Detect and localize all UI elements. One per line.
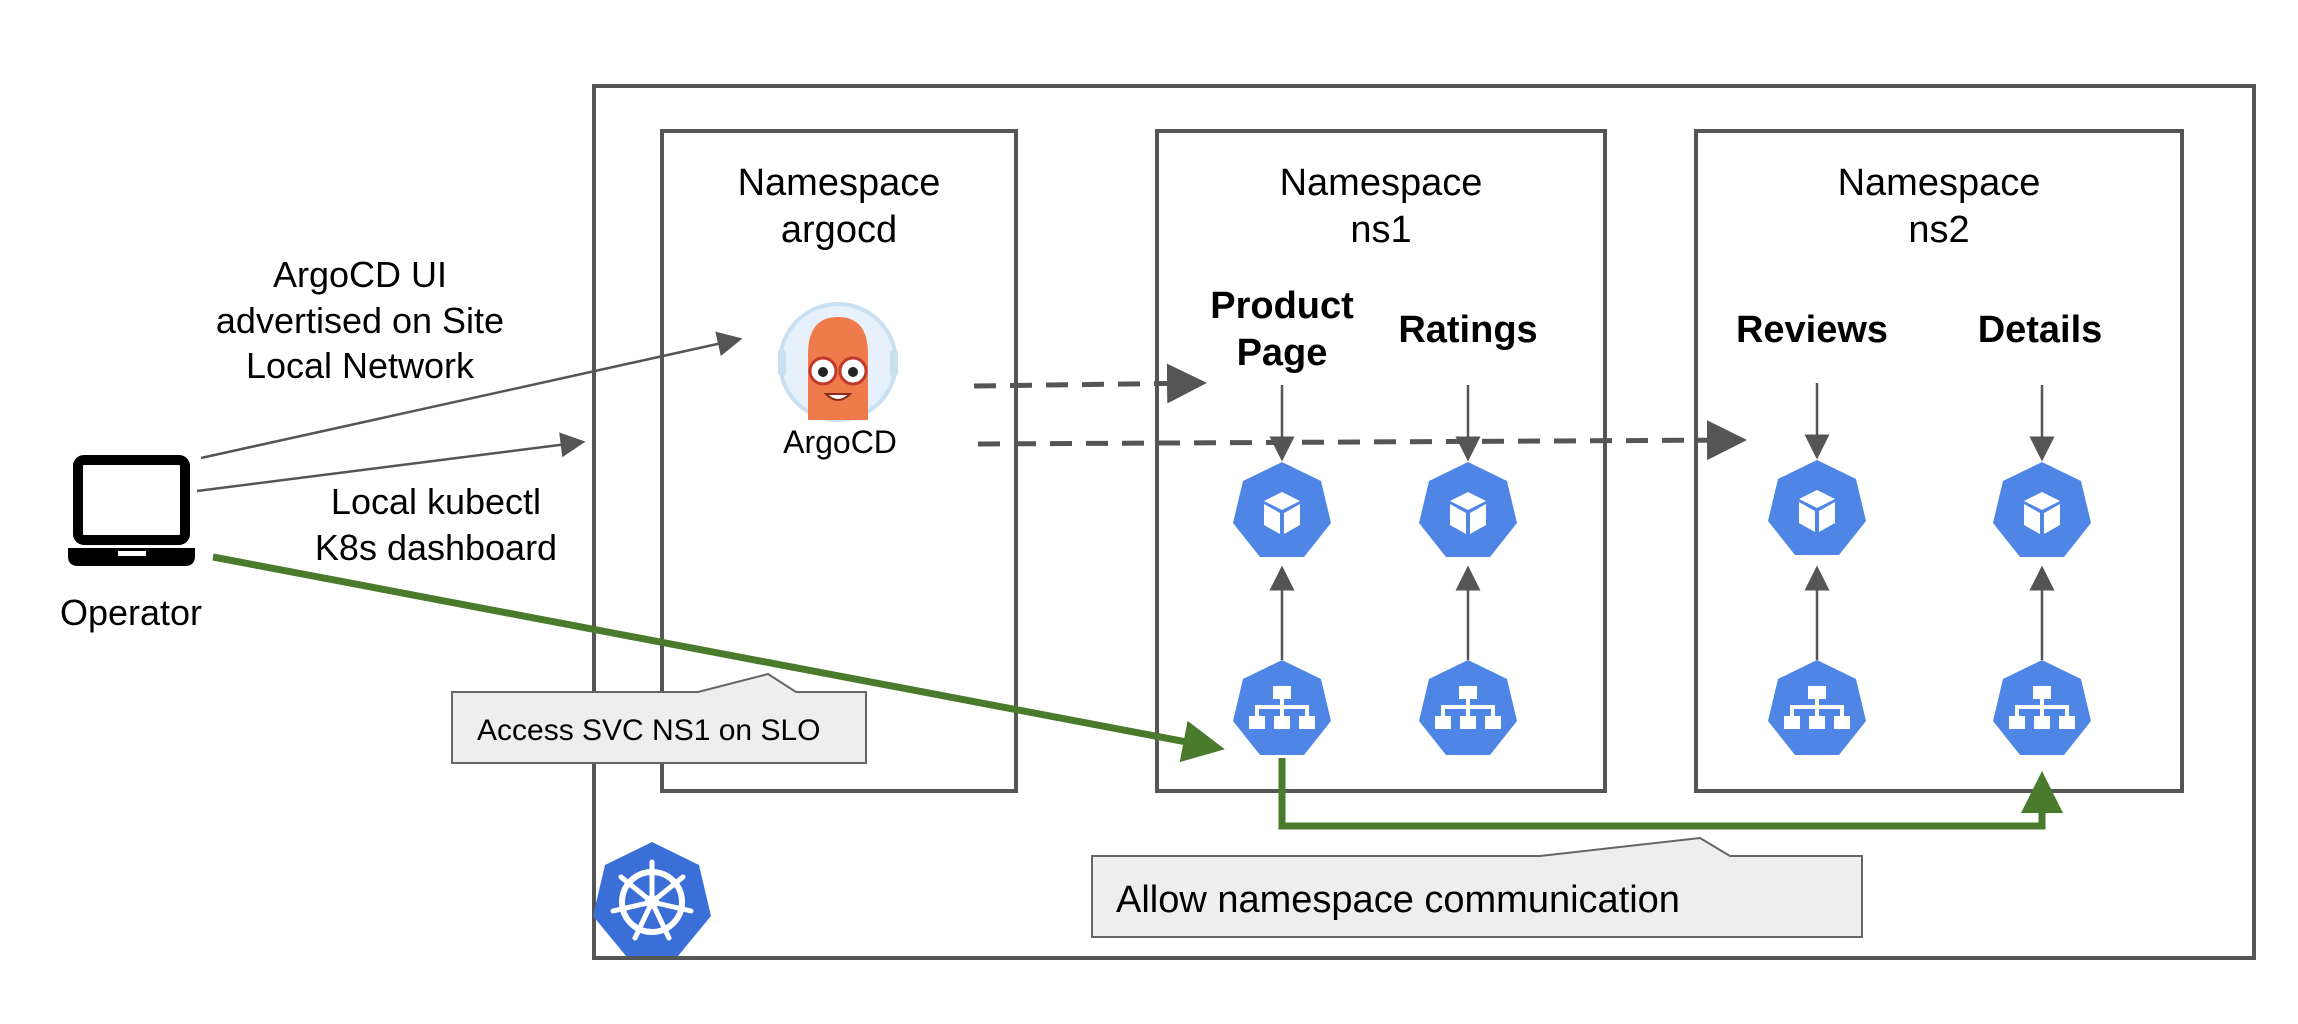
namespace-argocd-box: [660, 129, 1018, 793]
namespace-ns1-name: ns1: [1350, 209, 1411, 251]
operator-label: Operator: [60, 592, 202, 633]
allow-namespace-callout-text: Allow namespace communication: [1116, 879, 1680, 921]
namespace-ns2-box: [1694, 129, 2184, 793]
service-icon-product-page: [1233, 660, 1331, 755]
kubectl-link: [196, 432, 586, 493]
pod-icon-product-page: [1233, 462, 1331, 557]
namespace-ns1-title: Namespace: [1280, 162, 1483, 204]
access-svc-arrow: [212, 553, 1225, 763]
service-details-title: Details: [1978, 309, 2103, 351]
allow-namespace-callout: Allow namespace communication: [1091, 836, 1863, 938]
argocd-ui-label-3: Local Network: [246, 345, 475, 386]
namespace-ns1-box: [1155, 129, 1607, 793]
kubectl-label-1: Local kubectl: [331, 481, 541, 522]
service-icon-ratings: [1419, 660, 1517, 755]
namespace-argocd-name: argocd: [781, 209, 897, 251]
argocd-to-ns2-arrow: [977, 420, 1747, 461]
argocd-ui-link: [200, 331, 743, 460]
argocd-mascot-icon: [778, 302, 898, 422]
pod-icon-reviews: [1768, 460, 1866, 555]
service-reviews-title: Reviews: [1736, 309, 1888, 351]
pod-icon-details: [1993, 462, 2091, 557]
argocd-to-ns1-arrow: [973, 363, 1207, 404]
argocd-ui-label-2: advertised on Site: [216, 300, 504, 341]
service-product-page-title-2: Page: [1237, 332, 1328, 374]
kubectl-label-2: K8s dashboard: [315, 527, 557, 568]
service-product-page-title: Product: [1210, 285, 1354, 327]
access-svc-callout-text: Access SVC NS1 on SLO: [477, 714, 820, 747]
namespace-ns2-title: Namespace: [1838, 162, 2041, 204]
namespace-communication-arrow: [1278, 758, 2063, 830]
access-svc-callout: Access SVC NS1 on SLO: [451, 672, 867, 764]
argocd-ui-label-1: ArgoCD UI: [273, 254, 447, 295]
argocd-label: ArgoCD: [783, 424, 897, 460]
service-icon-reviews: [1768, 660, 1866, 755]
pod-icon-ratings: [1419, 462, 1517, 557]
namespace-argocd-title: Namespace: [738, 162, 941, 204]
service-icon-details: [1993, 660, 2091, 755]
namespace-ns2-name: ns2: [1908, 209, 1969, 251]
kubernetes-helm-wheel-icon: [593, 842, 711, 956]
laptop-icon: [68, 455, 195, 566]
service-ratings-title: Ratings: [1398, 309, 1537, 351]
cluster-box: [592, 84, 2256, 960]
